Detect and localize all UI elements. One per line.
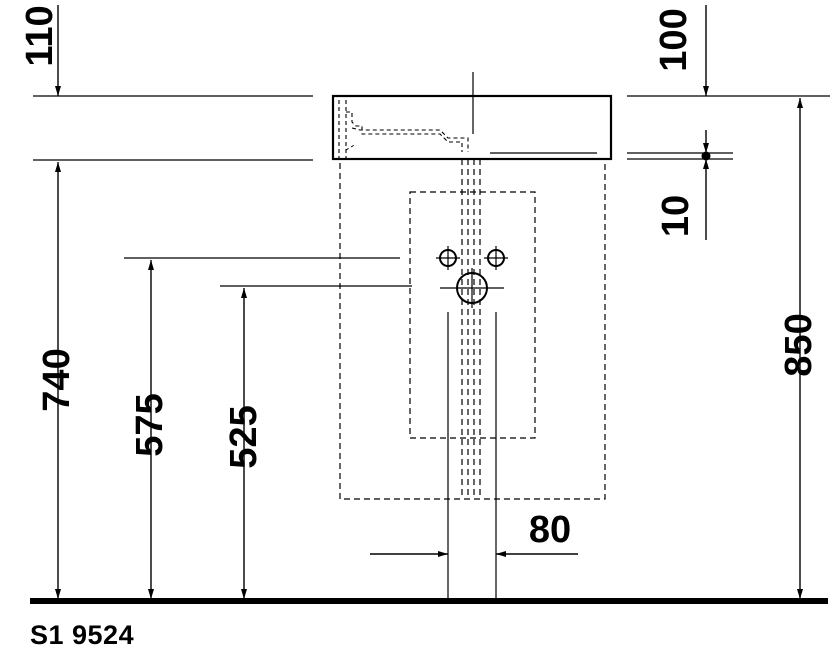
dim-100-label: 100 — [653, 8, 695, 71]
pipe-connections — [436, 246, 508, 598]
offset-dot — [701, 151, 711, 161]
dim-80-label: 80 — [529, 509, 571, 551]
dimension-arrows — [55, 5, 803, 599]
basin — [331, 72, 613, 161]
dim-850-label: 850 — [778, 313, 820, 376]
dim-10-label: 10 — [655, 195, 697, 237]
reference-lines — [33, 95, 830, 287]
dim-740-label: 740 — [36, 348, 78, 411]
installation-zone — [339, 158, 606, 500]
dim-110-label: 110 — [19, 5, 61, 66]
product-code: S1 9524 — [30, 620, 135, 650]
dim-525-label: 525 — [223, 405, 265, 468]
dim-575-label: 575 — [129, 393, 171, 456]
